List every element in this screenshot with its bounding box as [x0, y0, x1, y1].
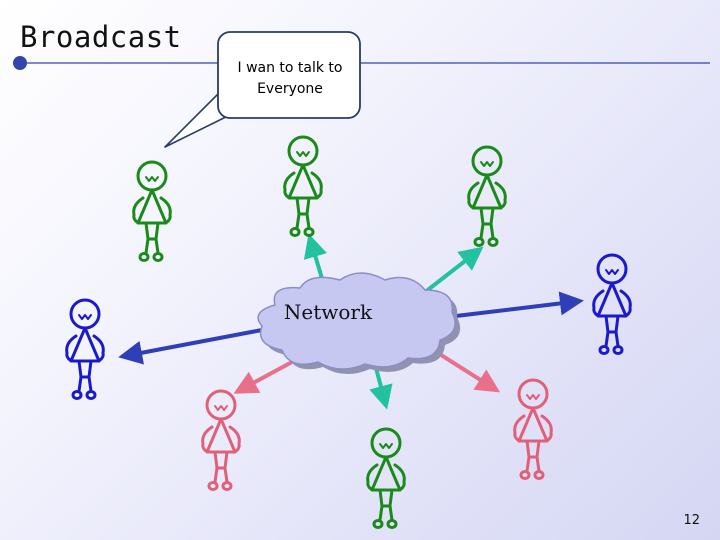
slide-title: Broadcast	[20, 20, 182, 54]
person-far-right	[592, 253, 632, 355]
title-rule	[13, 56, 710, 70]
person-bottom-center	[366, 427, 406, 529]
speech-bubble	[217, 31, 361, 119]
person-bottom-left	[201, 389, 241, 491]
person-bottom-right	[513, 378, 553, 480]
network-cloud	[257, 272, 461, 375]
person-top-right	[467, 145, 507, 247]
person-sender	[132, 160, 172, 262]
speech-bubble-line-2: Everyone	[257, 81, 323, 97]
network-label: Network	[283, 300, 373, 324]
speech-bubble-text: I wan to talk to Everyone	[222, 58, 358, 100]
person-far-left	[65, 298, 105, 400]
arrow-to-far-left	[118, 328, 263, 365]
arrow-to-bottom-left	[233, 360, 293, 394]
person-top-center	[283, 135, 323, 237]
page-number: 12	[683, 513, 700, 528]
arrow-to-far-right	[455, 291, 584, 318]
arrow-to-bottom-center	[369, 367, 393, 410]
speech-bubble-line-1: I wan to talk to	[237, 60, 343, 76]
arrow-to-top-right	[418, 246, 484, 298]
